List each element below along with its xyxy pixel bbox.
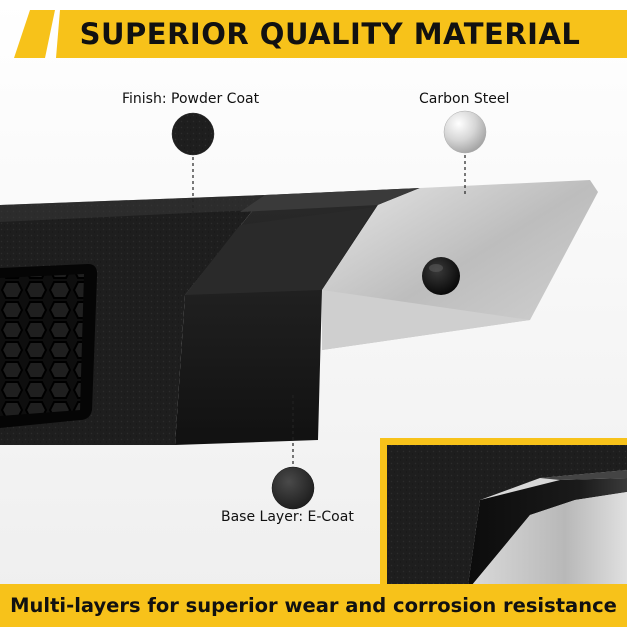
banner-bar	[14, 10, 627, 58]
bolt	[422, 257, 460, 295]
carbon-steel-swatch	[443, 110, 487, 154]
e-coat-swatch	[271, 466, 315, 510]
banner-title: SUPERIOR QUALITY MATERIAL	[79, 17, 581, 51]
finish-callout	[171, 112, 215, 232]
powder-coat-swatch	[171, 112, 215, 156]
base-layer-label: Base Layer: E-Coat	[221, 509, 354, 525]
mesh-vent	[0, 264, 98, 428]
running-board	[0, 180, 598, 445]
footer-caption: Multi-layers for superior wear and corro…	[10, 594, 617, 617]
inset-closeup	[380, 438, 627, 588]
footer-bar	[0, 584, 627, 627]
carbon-steel-label: Carbon Steel	[419, 91, 510, 107]
finish-label: Finish: Powder Coat	[122, 91, 260, 107]
carbon-steel-callout	[443, 110, 487, 195]
e-coat-callout	[271, 395, 315, 510]
